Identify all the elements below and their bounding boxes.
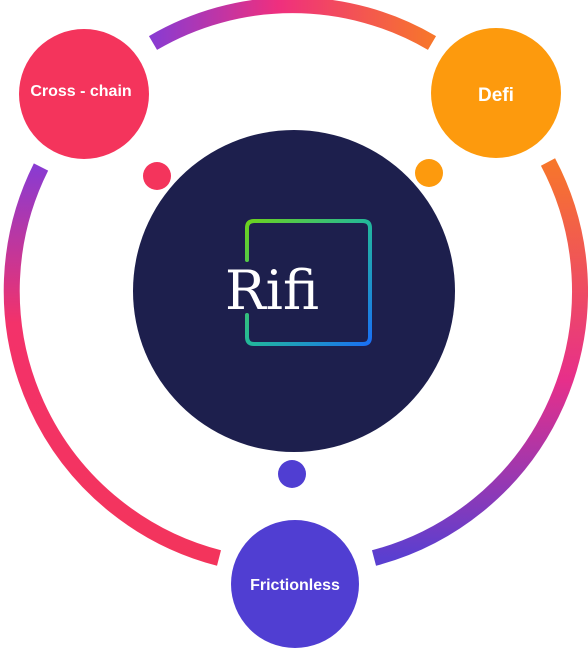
node-frictionless: Frictionless [231, 520, 359, 648]
node-cross-chain: Cross - chain [19, 29, 149, 159]
ring-arc-right [371, 158, 588, 566]
accent-dot-red [143, 162, 171, 190]
rifi-logo: Rifi [225, 219, 372, 346]
accent-dot-orange [415, 159, 443, 187]
node-defi-label: Defi [478, 85, 514, 106]
node-defi-circle [431, 28, 561, 158]
node-defi: Defi [431, 28, 561, 158]
node-cross-chain-label: Cross - chain [30, 83, 131, 100]
logo-frame [245, 219, 372, 346]
ring-arc-left [3, 163, 221, 566]
logo-text: Rifi [225, 259, 319, 322]
node-frictionless-label: Frictionless [250, 577, 340, 594]
node-frictionless-circle [231, 520, 359, 648]
ring-arc-top [148, 0, 437, 50]
node-cross-chain-circle [19, 29, 149, 159]
center-circle [133, 130, 455, 452]
accent-dot-purple [278, 460, 306, 488]
